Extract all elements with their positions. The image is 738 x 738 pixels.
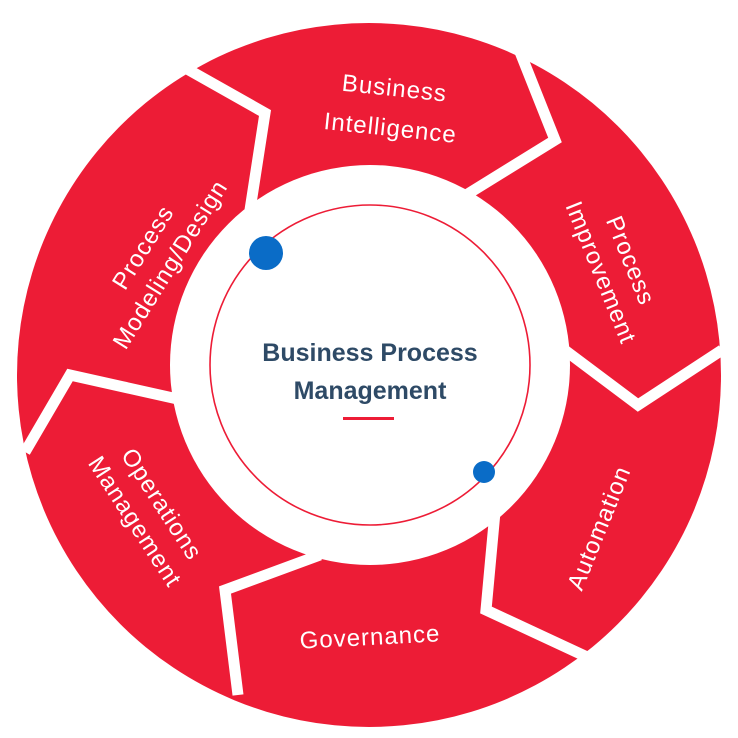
- center-title-line1: Business Process: [262, 339, 477, 367]
- separator-pmd-bi: [177, 60, 272, 211]
- center-title-underline: [343, 417, 394, 420]
- center-title-line2: Management: [294, 377, 447, 405]
- separator-au-gov: [480, 511, 603, 668]
- orbit-dot-small: [473, 461, 495, 483]
- inner-orbit-ring: [209, 204, 531, 526]
- segment-separators: [20, 49, 726, 696]
- separator-pi-au: [554, 340, 726, 412]
- orbit-dot-large: [249, 236, 283, 270]
- separator-gov-om: [219, 549, 322, 696]
- separator-om-pmd: [20, 368, 184, 455]
- separator-bi-pi: [455, 49, 562, 205]
